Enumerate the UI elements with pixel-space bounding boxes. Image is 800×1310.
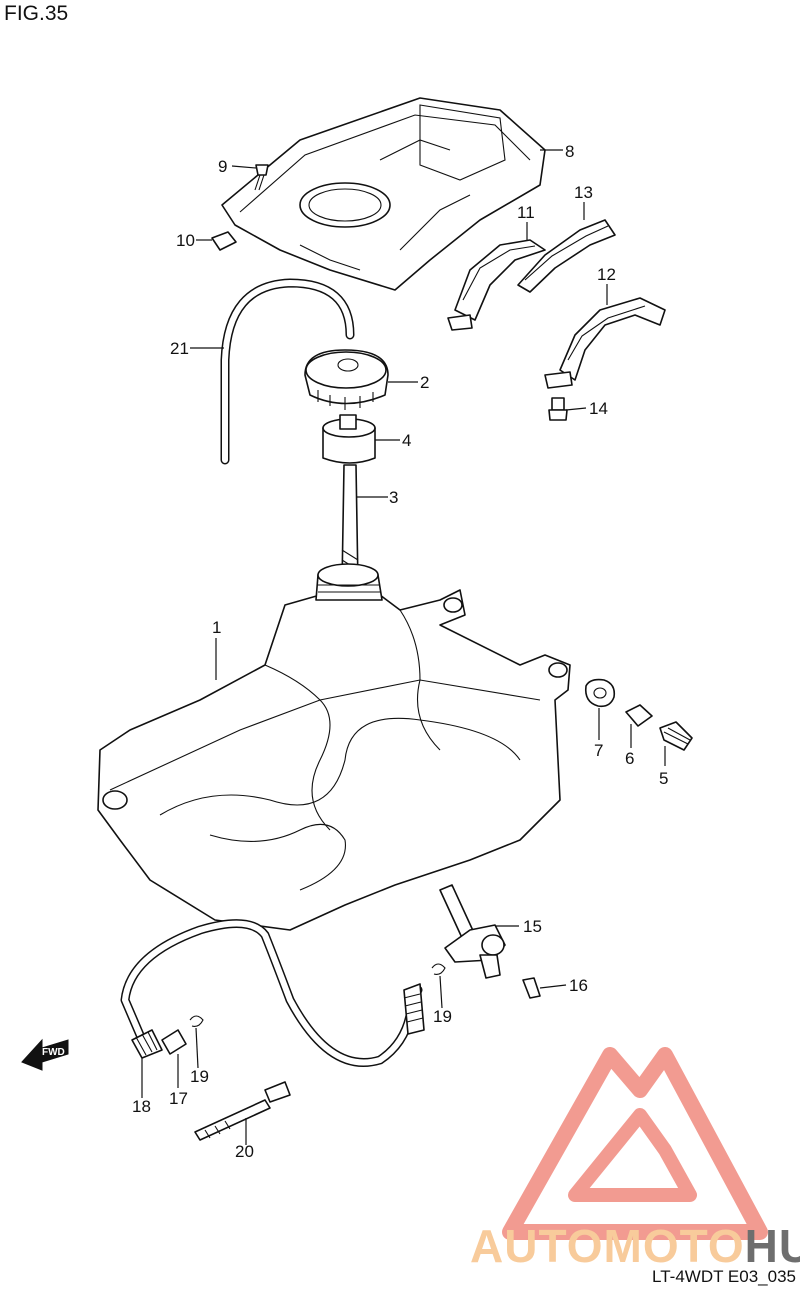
callout-12: 12 [597, 265, 616, 284]
watermark-word-3: HUB [745, 1220, 800, 1272]
callout-6: 6 [625, 749, 634, 768]
part-21-breather-hose [220, 278, 355, 465]
part-9-screw [254, 164, 269, 191]
part-8-tank-cover [221, 97, 546, 291]
callout-13: 13 [574, 183, 593, 202]
callout-4: 4 [402, 431, 411, 450]
figure-title: FIG.35 [4, 2, 69, 25]
part-6-collar [625, 704, 653, 727]
callout-10: 10 [176, 231, 195, 250]
part-19-clamp-left [189, 1015, 204, 1027]
part-14-bolt [548, 397, 568, 421]
watermark-word-1: AUTO [470, 1220, 604, 1272]
hose-end-corrugated [403, 983, 425, 1035]
callout-15: 15 [523, 917, 542, 936]
part-12-bracket [544, 297, 666, 389]
callout-1: 1 [212, 618, 221, 637]
part-20-fuel-hose [120, 919, 423, 1067]
figure-code: LT-4WDT E03_035 [652, 1267, 796, 1286]
part-20-clip-strip [194, 1081, 291, 1141]
callout-numbers: 1 2 3 4 5 6 7 8 9 10 11 12 13 14 15 16 1… [132, 142, 668, 1161]
callout-16: 16 [569, 976, 588, 995]
part-13-bracket [517, 219, 616, 293]
callout-2: 2 [420, 373, 429, 392]
callout-8: 8 [565, 142, 574, 161]
part-19-clamp-right [431, 963, 446, 975]
leader-lines [141, 149, 666, 1145]
fwd-arrow-badge: FWD [21, 1038, 69, 1071]
callout-7: 7 [594, 741, 603, 760]
callout-18: 18 [132, 1097, 151, 1116]
callout-11: 11 [517, 203, 535, 222]
watermark-text: AUTOMOTOHUB [470, 1220, 800, 1272]
callout-9: 9 [218, 157, 227, 176]
callout-3: 3 [389, 488, 398, 507]
callout-19-left: 19 [190, 1067, 209, 1086]
callout-14: 14 [589, 399, 608, 418]
part-2-fuel-cap [304, 349, 389, 410]
callout-19-right: 19 [433, 1007, 452, 1026]
part-1-fuel-tank [97, 563, 571, 931]
part-18-hose-boot [131, 1029, 163, 1059]
part-5-bolt [659, 721, 693, 751]
callout-5: 5 [659, 769, 668, 788]
fwd-label: FWD [42, 1047, 65, 1058]
callout-21: 21 [170, 339, 189, 358]
callout-20: 20 [235, 1142, 254, 1161]
part-17-joint [161, 1029, 187, 1055]
part-10-cushion [211, 231, 237, 251]
part-7-grommet [584, 678, 616, 708]
callout-17: 17 [169, 1089, 188, 1108]
watermark-word-2: MOTO [604, 1220, 745, 1272]
part-4-strainer [322, 414, 376, 464]
watermark-logo: AUTOMOTOHUB [470, 1047, 800, 1272]
part-11-bracket [447, 239, 546, 331]
part-15-fuel-valve [439, 884, 506, 979]
part-16-screw [522, 977, 541, 999]
